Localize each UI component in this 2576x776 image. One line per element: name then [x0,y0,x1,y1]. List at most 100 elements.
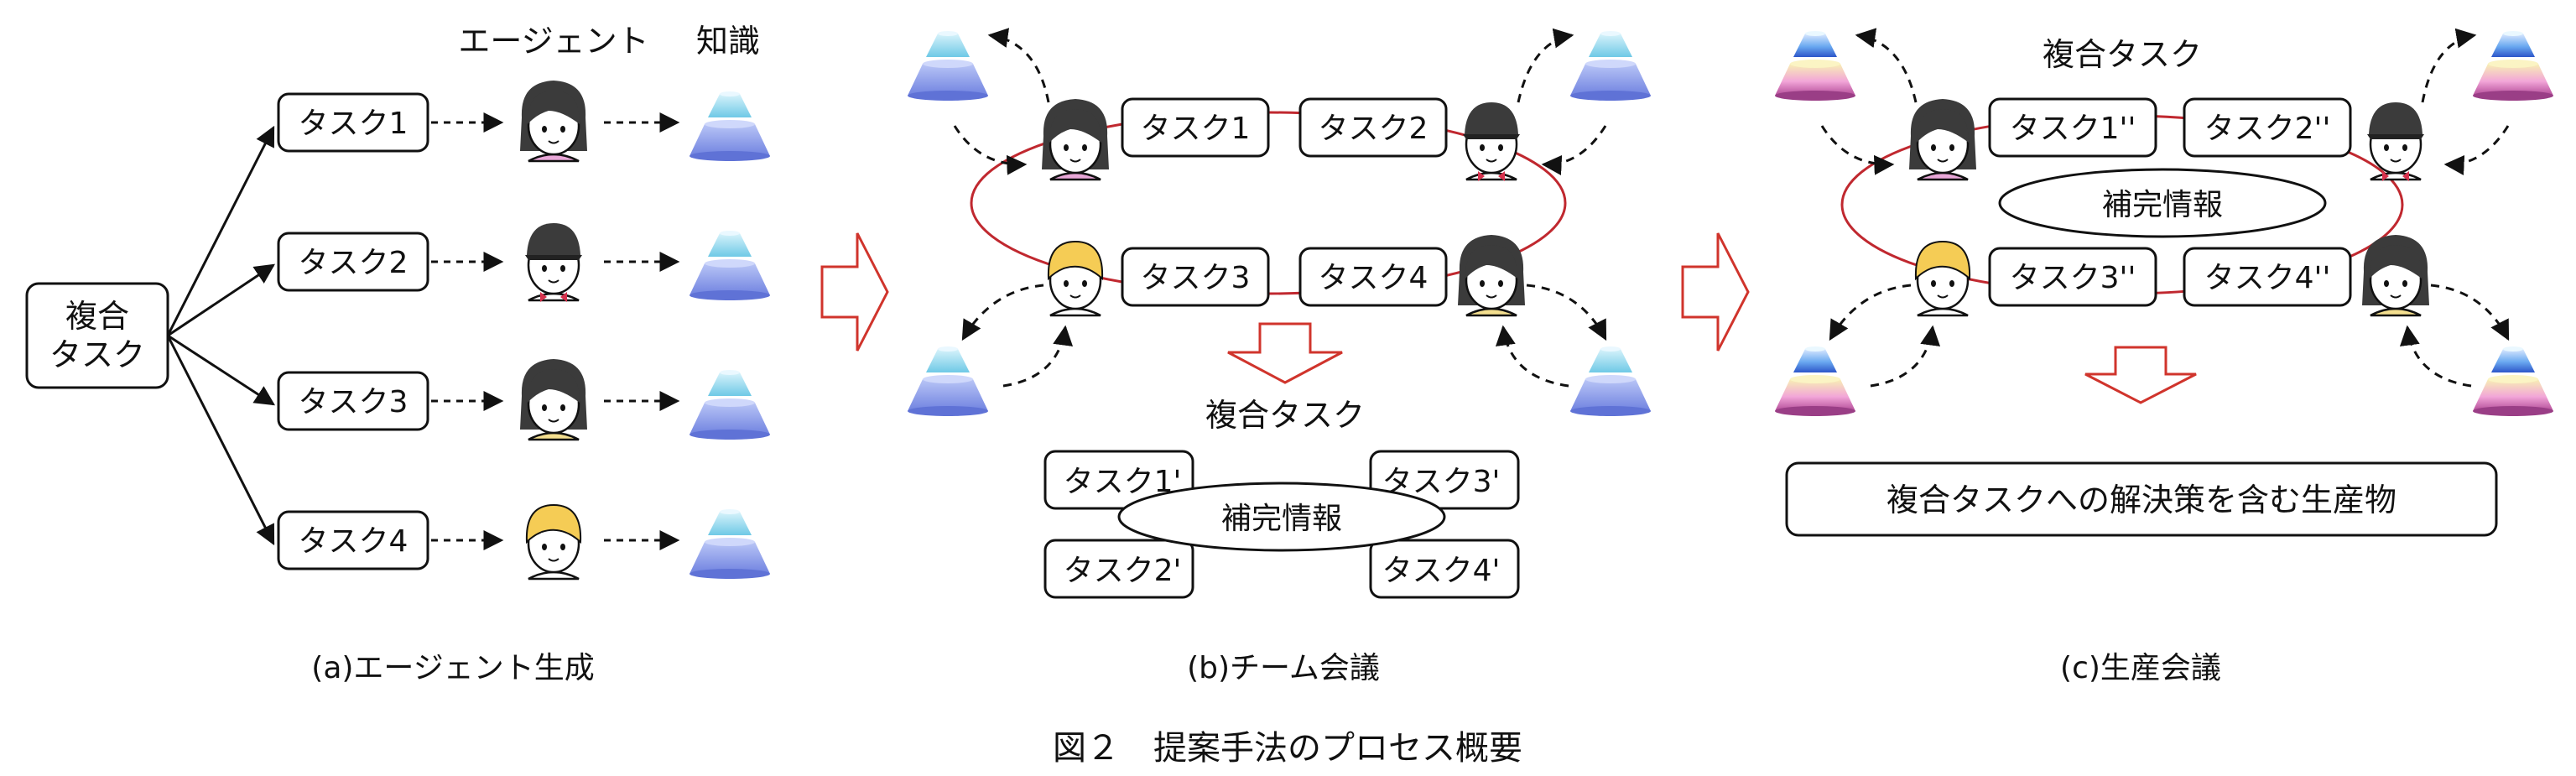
c-info-ellipse [1998,168,2327,238]
b-loop-arrow-3b [1002,325,1074,388]
flow-arrow-b-to-c [1681,232,1750,352]
hair-top [1047,240,1104,281]
cone-bottom-rim [2488,375,2538,383]
mouth [1937,159,1949,163]
eye-left [1064,144,1069,151]
agent-icon-2 [525,223,582,302]
cone-top [2491,349,2535,372]
cone-bottom [2473,379,2553,411]
b-loop-arrow-2a [1517,28,1574,103]
b-result-label-4: タスク4' [1382,554,1501,588]
eye-right [560,265,565,272]
eye-left [1480,144,1485,151]
c-result-arrow [2084,346,2197,404]
eye-left [542,265,547,272]
cone-base [690,290,770,300]
c-knowledge-1 [1775,31,1855,101]
c-task-label-4: タスク4'' [2204,261,2331,295]
mouth [548,140,559,144]
panel-c: 複合タスク タスク1'' タスク2'' タスク3'' タスク4'' 補完情報 [1775,28,2553,685]
cone-top [708,233,752,257]
task-box-3 [277,371,429,431]
hair-top [2369,245,2422,279]
caption-c: (c)生産会議 [2060,651,2221,685]
hair-top [1914,240,1971,281]
b-result-label-3: タスク2' [1064,554,1182,588]
cone-top-rim [720,91,740,96]
mouth [1937,294,1949,299]
cap [527,223,580,255]
eye-right [2402,280,2407,287]
cone-top-rim [1600,31,1621,36]
compound-task-line2: タスク [49,336,145,373]
cone-bottom [690,403,770,435]
hair-top [527,91,580,124]
knowledge-icon-3 [690,370,770,440]
knowledge-icon-2 [690,231,770,300]
cone-base [2473,406,2553,416]
cone-bottom [1775,64,1855,96]
cone-top [1589,349,1632,372]
hair-top [527,369,580,403]
b-result-task-4 [1369,539,1520,599]
cone-top [708,372,752,396]
b-agent-3 [1047,240,1104,317]
hair-top [525,503,582,544]
bow-tie [2382,171,2409,181]
cone-bottom [908,379,988,411]
c-product-box [1785,461,2498,537]
c-task-box-3 [1988,247,2157,307]
c-loop-arrow-1a [1855,28,1918,103]
b-info-label: 補完情報 [1221,502,1342,536]
b-task-box-4 [1298,247,1448,307]
eye-right [1949,144,1954,151]
c-loop-arrow-2a [2421,28,2477,103]
task-label-3: タスク3 [299,385,409,419]
eye-right [1949,280,1954,287]
c-loop-arrow-3a [1829,284,1912,341]
eye-left [1931,280,1936,287]
knowledge-icon-4 [690,509,770,579]
cone-bottom-rim [1585,375,1636,383]
panel-b: タスク1 タスク2 タスク3 タスク4 複合タスク タスク1' [908,28,1651,685]
eye-right [560,544,565,550]
cone-bottom [690,124,770,156]
mouth [548,279,559,284]
b-task-label-2: タスク2 [1319,112,1429,146]
cone-bottom [908,64,988,96]
cone-top-rim [2503,31,2523,36]
cap [1465,102,1518,134]
c-loop-arrow-2b [2443,125,2510,175]
cone-bottom-rim [1790,60,1840,68]
agent-header: エージェント [458,23,648,60]
c-knowledge-4 [2473,346,2553,416]
eye-left [542,126,547,133]
eye-left [542,544,547,550]
b-knowledge-4 [1570,346,1651,416]
eye-left [542,404,547,411]
mouth [548,558,559,562]
mouth [1069,159,1081,163]
b-agent-4 [1458,235,1525,317]
cone-bottom [2473,64,2553,96]
cone-top [1793,34,1837,57]
hair-top [1049,109,1102,143]
cone-top-rim [720,231,740,236]
cap [2369,102,2422,134]
cap-brim [1463,134,1520,139]
b-result-arrow [1227,322,1343,384]
b-agent-1 [1042,99,1109,181]
b-loop-arrow-3a [961,284,1044,341]
agent-icon-3 [520,359,587,441]
cone-top [1589,34,1632,57]
compound-task-line1: 複合 [65,298,129,335]
b-result-task-2 [1369,450,1520,510]
cone-top [2491,34,2535,57]
b-knowledge-3 [908,346,988,416]
mouth [1486,159,1497,163]
b-knowledge-2 [1570,31,1651,101]
cap-brim [525,255,582,260]
c-knowledge-3 [1775,346,1855,416]
cone-bottom-rim [705,538,755,546]
agent-icon-1 [520,81,587,163]
